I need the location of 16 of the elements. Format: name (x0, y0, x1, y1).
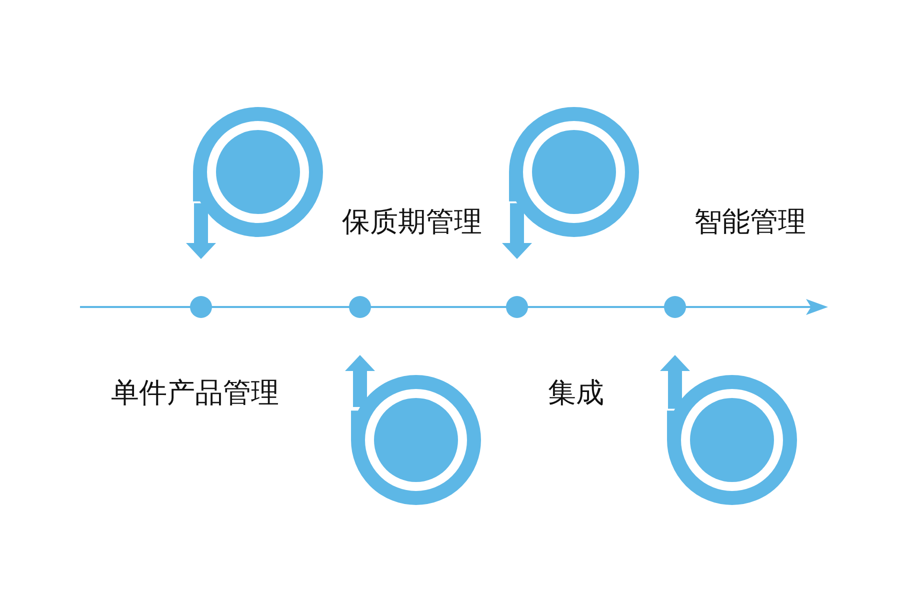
arrow (660, 355, 690, 409)
timeline-dot (506, 296, 528, 318)
ring-circle (667, 375, 797, 505)
arrow (502, 203, 532, 259)
ring-circle (509, 107, 639, 237)
timeline-dot (190, 296, 212, 318)
timeline-dot (349, 296, 371, 318)
arrow (186, 203, 216, 259)
arrow (345, 355, 375, 407)
timeline-dot (664, 296, 686, 318)
stage-label: 单件产品管理 (111, 376, 279, 410)
stage-label: 保质期管理 (342, 205, 482, 239)
stage-label: 智能管理 (694, 205, 806, 239)
stage-label: 集成 (548, 376, 604, 410)
ring-circle (351, 375, 481, 505)
ring-circle (193, 107, 323, 237)
